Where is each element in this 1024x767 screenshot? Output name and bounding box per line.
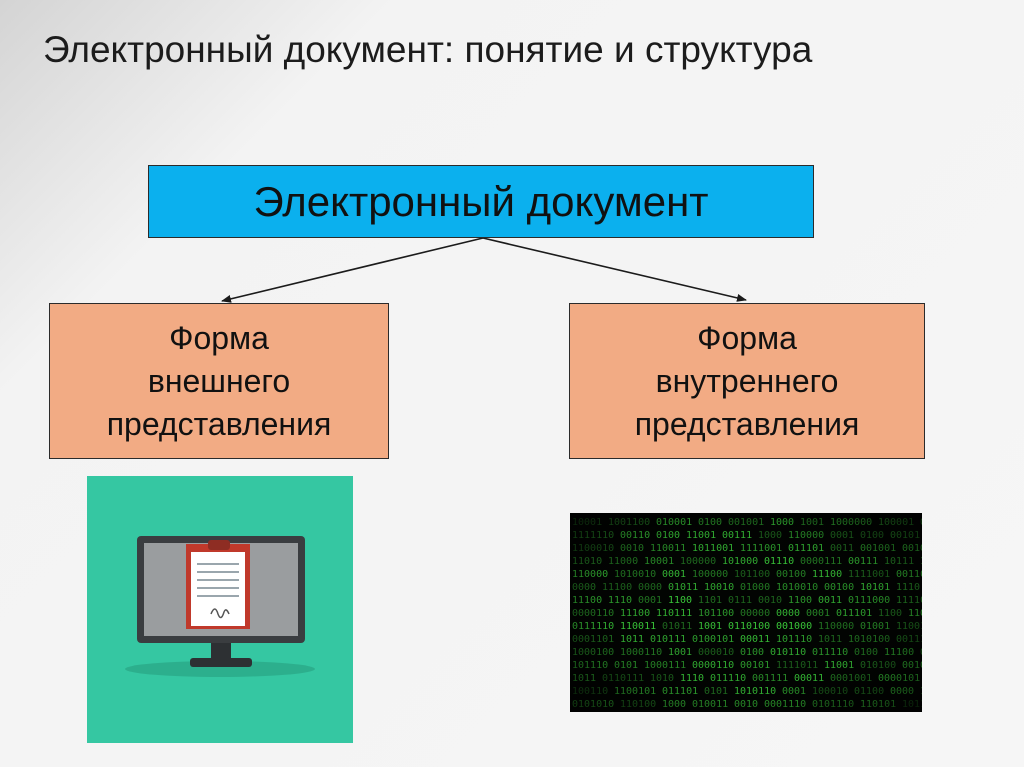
slide-title: Электронный документ: понятие и структур… — [43, 22, 903, 78]
binary-code-image: 1000110011000100010100001001100010011000… — [570, 513, 922, 712]
arrow-to-internal-form — [483, 238, 746, 300]
monitor-with-document-icon — [87, 476, 353, 743]
external-form-line-2: внешнего — [107, 360, 332, 403]
arrow-to-external-form — [222, 238, 483, 301]
external-form-line-1: Форма — [107, 317, 332, 360]
monitor-document-image — [87, 476, 353, 743]
internal-form-box: Форма внутреннего представления — [569, 303, 925, 459]
root-box-electronic-document: Электронный документ — [148, 165, 814, 238]
internal-form-line-3: представления — [635, 403, 860, 446]
internal-form-line-1: Форма — [635, 317, 860, 360]
root-box-label: Электронный документ — [253, 178, 708, 226]
internal-form-line-2: внутреннего — [635, 360, 860, 403]
external-form-line-3: представления — [107, 403, 332, 446]
binary-code-matrix: 1000110011000100010100001001100010011000… — [570, 513, 922, 712]
external-form-box: Форма внешнего представления — [49, 303, 389, 459]
